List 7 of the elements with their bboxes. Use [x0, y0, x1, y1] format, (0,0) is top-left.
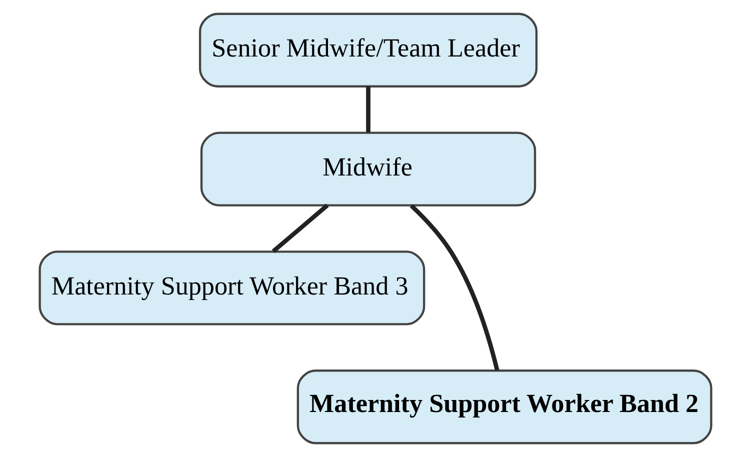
connector	[272, 204, 329, 253]
node-box: Senior Midwife/Team Leader	[198, 12, 538, 88]
node-box: Maternity Support Worker Band 2	[296, 370, 712, 444]
node-box: Maternity Support Worker Band 3	[38, 250, 426, 326]
connector	[410, 204, 500, 371]
connector	[366, 86, 370, 132]
node-box: Midwife	[200, 132, 536, 206]
